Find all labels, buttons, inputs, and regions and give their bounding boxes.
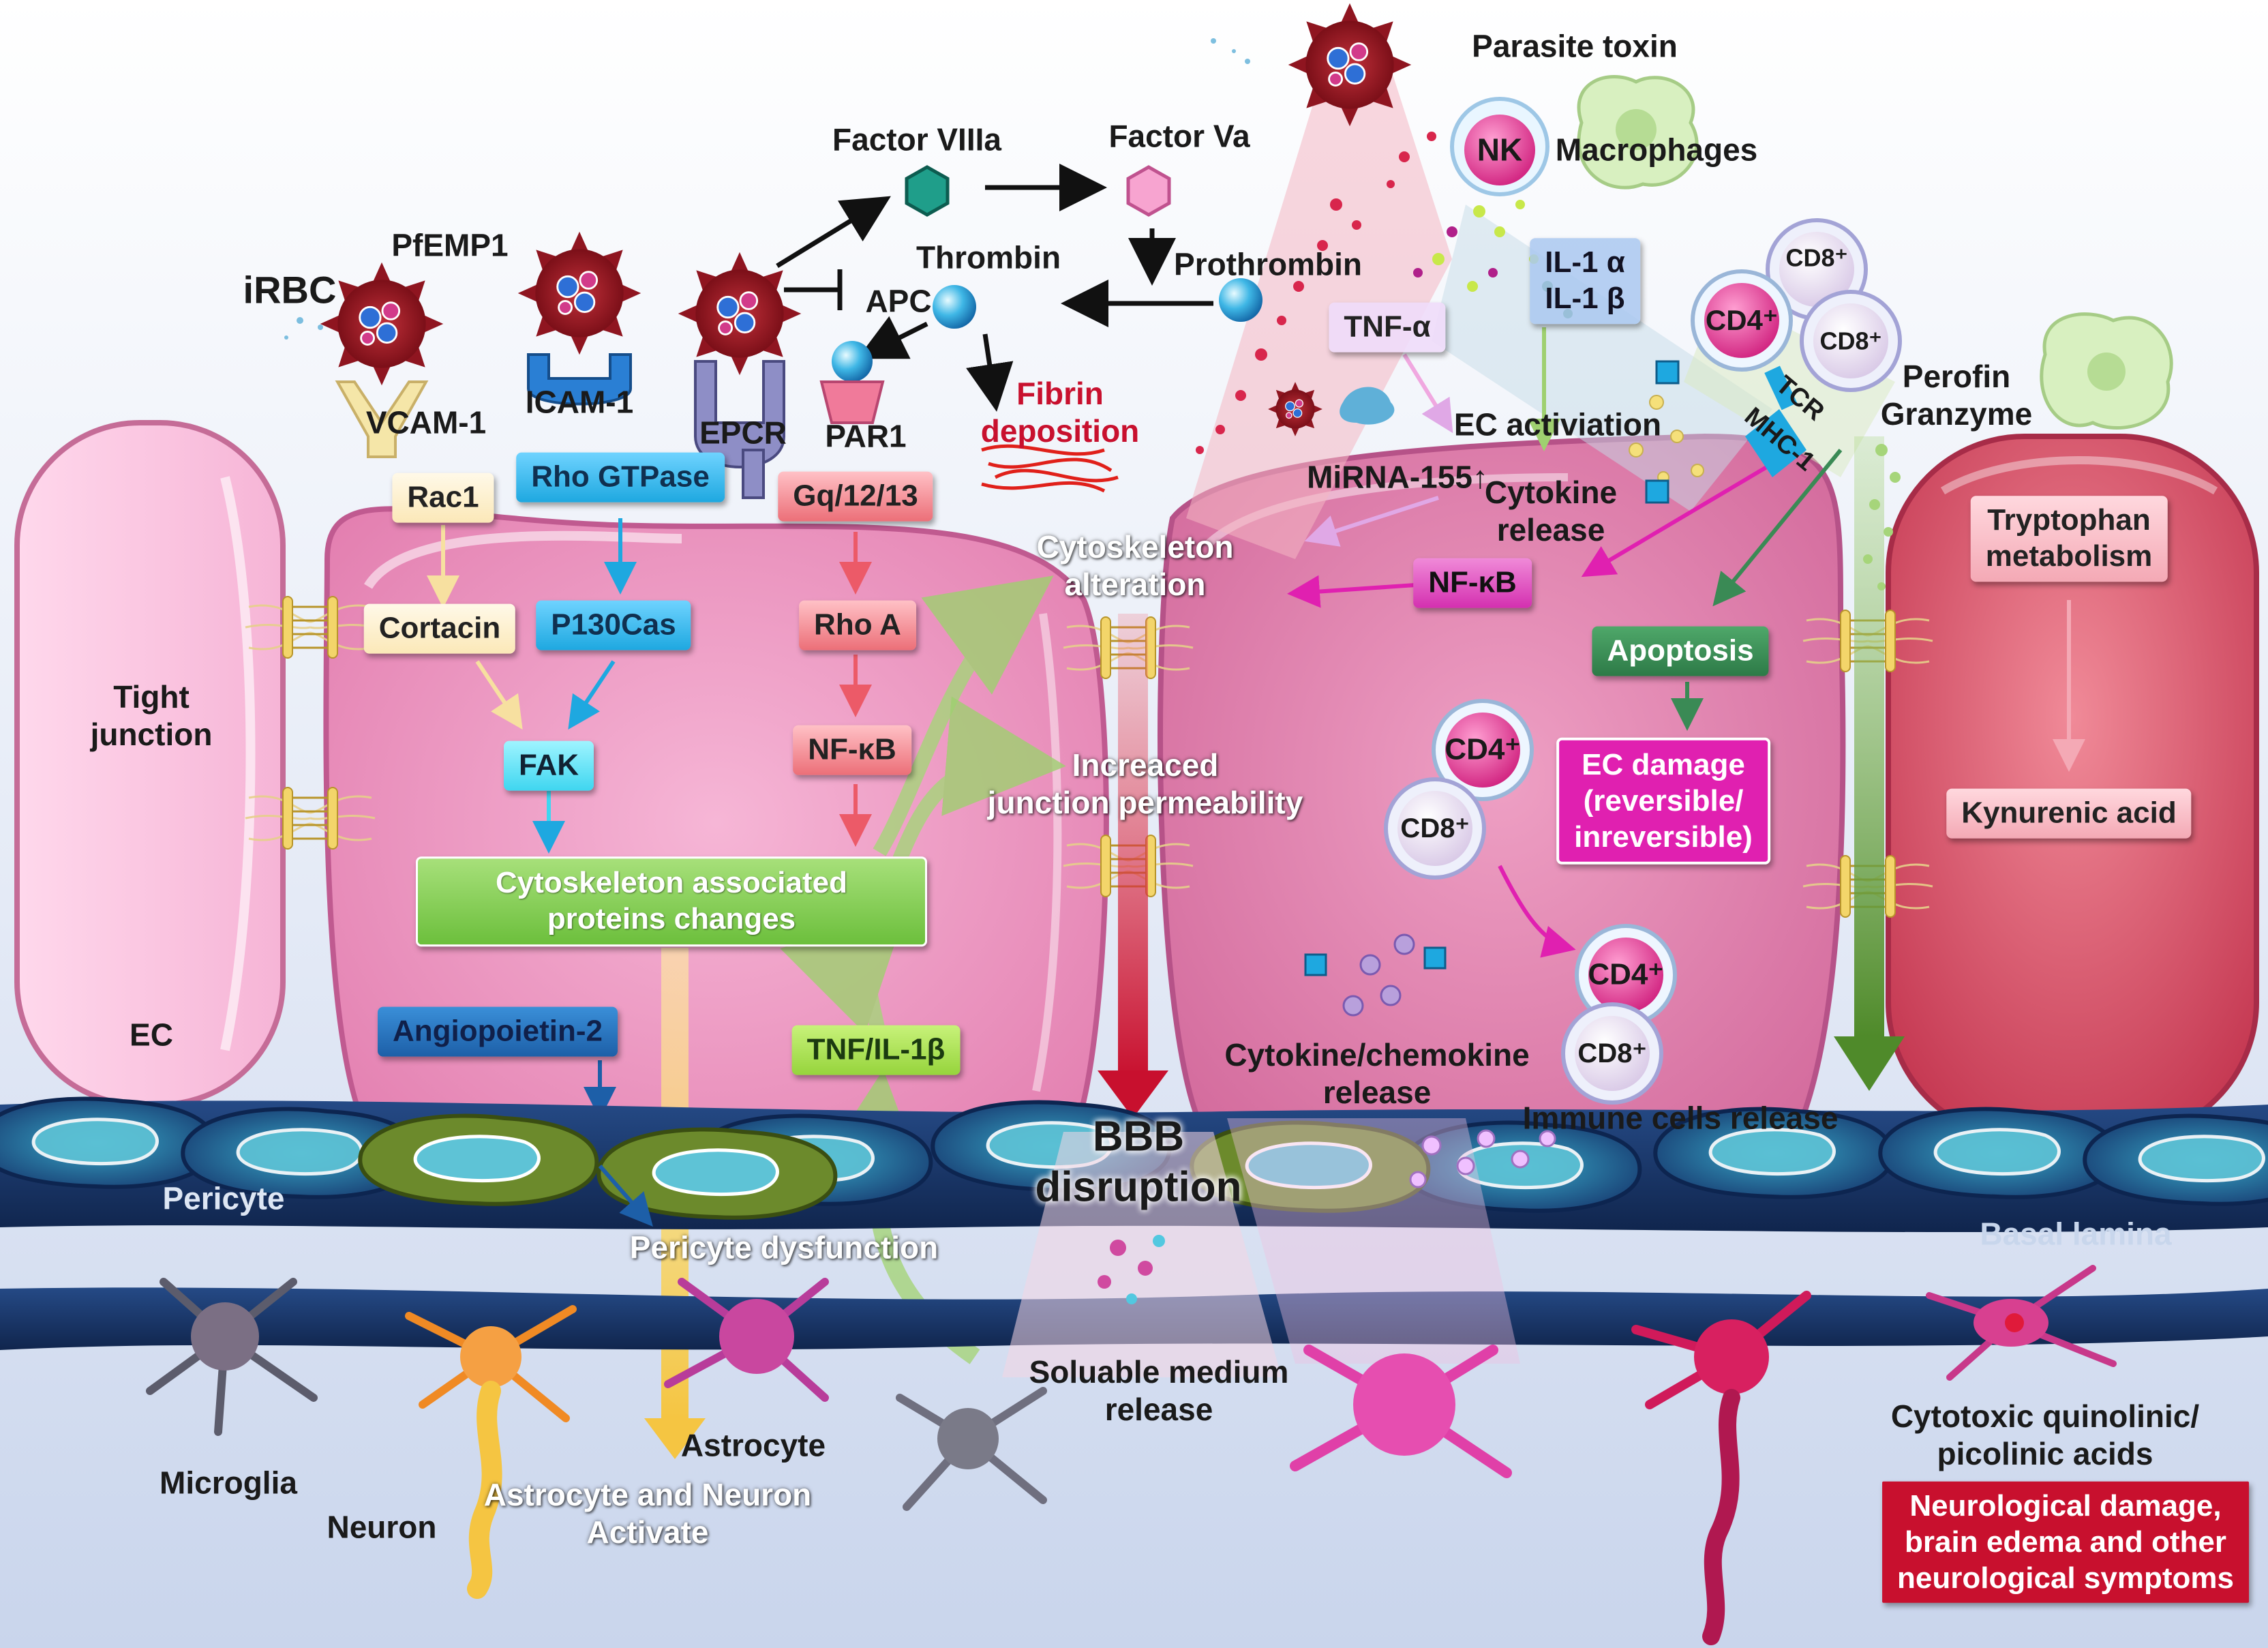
cd8-cell-low-icon [1561,1002,1663,1105]
p130cas-box: P130Cas [536,600,691,650]
activated-neuron-icon [1631,1291,1811,1645]
tnf-alpha-box: TNF-α [1329,302,1446,353]
increased-permeability-label: Increaced junction permeability [987,747,1303,820]
cd4-mid-label: CD4⁺ [1445,732,1521,766]
apoptosis-box: Apoptosis [1592,626,1769,676]
apc-label: APC [865,283,932,319]
fak-box: FAK [504,740,594,791]
pericyte-green-icon [358,1113,599,1206]
cortacin-box: Cortacin [363,603,516,654]
ec-label: EC [130,1017,173,1053]
irbc-label: iRBC [243,268,337,312]
mirna155-label: MiRNA-155↑ [1307,459,1488,495]
cd8-cell-mid-icon [1384,777,1486,880]
cytotoxic-acids-label: Cytotoxic quinolinic/ picolinic acids [1890,1398,2200,1471]
irbc-icon-2 [517,230,642,356]
cd8-cell-top-icon-2 [1800,290,1902,392]
vcam1-receptor-icon [335,380,429,458]
pericyte-dysfunction-label: Pericyte dysfunction [629,1229,939,1265]
rac1-box: Rac1 [392,473,494,523]
neuron-label: Neuron [327,1509,437,1545]
epcr-label: EPCR [699,415,787,451]
icam1-label: ICAM-1 [525,384,634,420]
microglia-icon [146,1278,318,1436]
fibrin-icon [981,444,1119,493]
cd4-top-label: CD4⁺ [1705,303,1779,336]
tnf-il1b-box: TNF/IL-1β [791,1025,961,1075]
cd8-mid-label: CD8⁺ [1400,813,1470,843]
cytokine-release-label: Cytokine release [1484,474,1618,548]
cd8-low-label: CD8⁺ [1577,1038,1647,1068]
immune-cells-release-label: Immune cells release [1522,1100,1839,1136]
vcam1-label: VCAM-1 [365,404,487,440]
neuron-icon [405,1305,577,1599]
parasite-toxin-icon [1287,2,1412,128]
par1-label: PAR1 [825,418,907,454]
macrophage-icon [1577,75,1699,190]
icam1-receptor-icon [527,353,632,406]
neurological-damage-box: Neurological damage, brain edema and oth… [1882,1481,2249,1604]
irbc-icon [319,261,444,387]
cd4-low-label: CD4⁺ [1588,957,1664,991]
cytokine-chemokine-label: Cytokine/chemokine release [1224,1036,1530,1110]
cd4-cell-mid-icon [1432,699,1534,801]
kynurenic-box: Kynurenic acid [1946,788,2192,839]
parasite-toxin-label: Parasite toxin [1472,28,1678,64]
bbb-disruption-label: BBB disruption [1035,1113,1242,1211]
pfemp1-label: PfEMP1 [391,227,509,263]
cd8-top-label: CD8⁺ [1785,243,1848,272]
rho-a-box: Rho A [799,600,916,650]
thrombin-label: Thrombin [916,239,1061,275]
thrombin-icon [933,285,976,329]
factor-va-icon [1126,165,1171,217]
tryptophan-box: Tryptophan metabolism [1970,496,2168,582]
astrocyte-neuron-activate-label: Astrocyte and Neuron Activate [483,1476,812,1550]
perofin-granzyme-label: Perofin Granzyme [1880,358,2033,432]
astrocyte-label: Astrocyte [680,1427,826,1463]
fibrin-deposition-label: Fibrin deposition [980,375,1140,449]
cd4-cell-top-icon [1691,269,1793,372]
nk-label: NK [1477,132,1523,168]
macrophages-label: Macrophages [1555,132,1758,168]
pericyte-label: Pericyte [162,1180,285,1216]
cd8-top-label-2: CD8⁺ [1819,327,1882,355]
irbc-icon-3 [677,251,802,376]
angiopoietin2-box: Angiopoietin-2 [378,1006,618,1057]
nfkb-right-box: NF-κB [1413,558,1532,608]
basal-lamina-label: Basal lamina [1980,1216,2172,1252]
soluable-medium-label: Soluable medium release [1029,1353,1289,1427]
prothrombin-icon [1219,278,1262,322]
ec-damage-box: EC damage (reversible/ inreversible) [1556,737,1770,865]
il1-box: IL-1 α IL-1 β [1530,238,1640,324]
cd4-cell-low-icon [1575,924,1677,1026]
prothrombin-label: Prothrombin [1174,246,1362,282]
nfkb-left-box: NF-κB [793,725,911,775]
ec-activation-label: EC activiation [1453,406,1662,443]
astrocyte-icon [664,1278,829,1402]
cytoskeleton-associated-box: Cytoskeleton associated proteins changes [416,856,927,946]
factor-va-label: Factor Va [1108,118,1250,154]
activated-microglia-icon [1926,1265,2117,1381]
rho-gtpase-box: Rho GTPase [516,452,725,503]
activated-astrocyte-icon [1290,1345,1512,1478]
factor-viiia-icon [905,165,950,217]
tight-junction-label: Tight junction [90,678,213,752]
microglia-label: Microglia [160,1465,297,1501]
left-endothelial-cell [14,420,286,1107]
gq-box: Gq/12/13 [778,471,933,522]
par1-receptor-icon [819,380,885,424]
astrocyte-icon-2 [896,1387,1047,1511]
factor-viiia-label: Factor VIIIa [832,121,1001,158]
cytoskeleton-alteration-label: Cytoskeleton alteration [1036,528,1234,602]
killer-cell-icon [2040,312,2173,430]
